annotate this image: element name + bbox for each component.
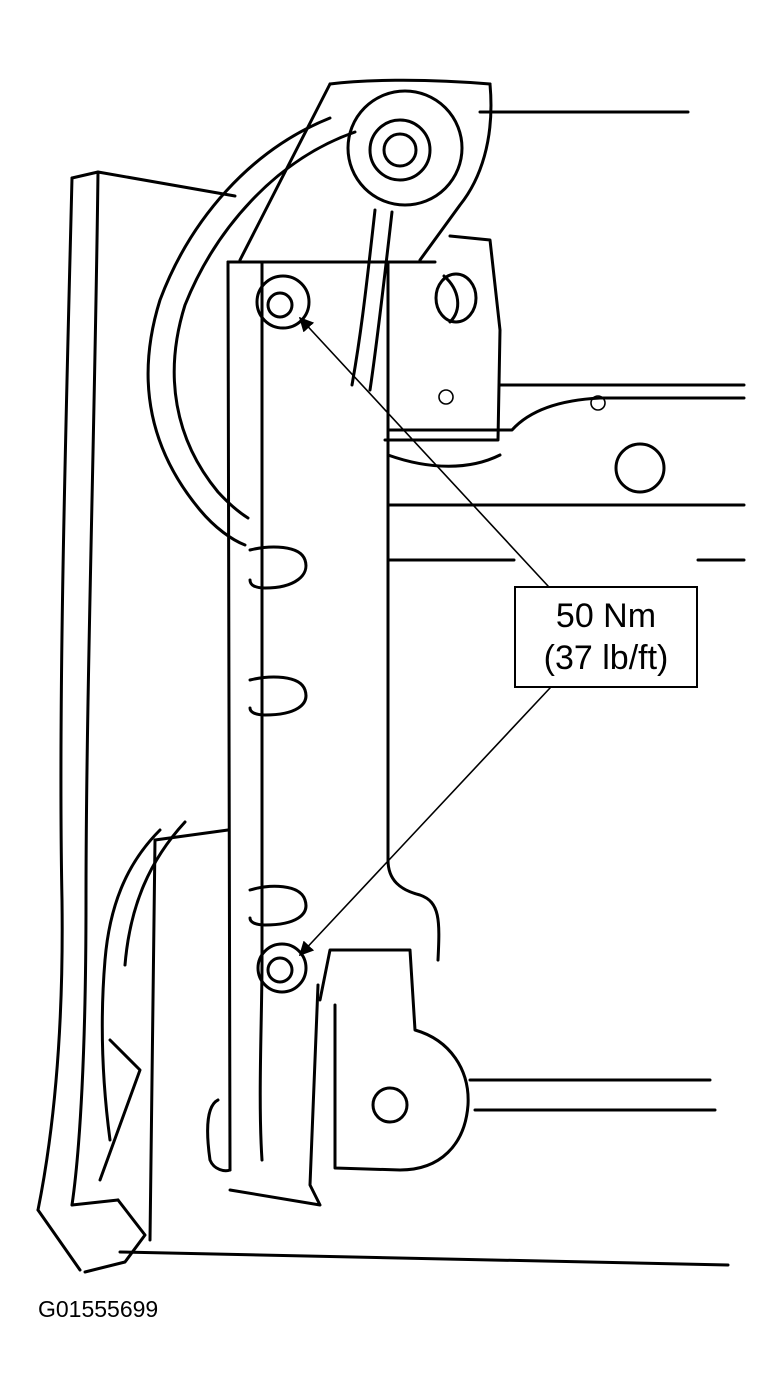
latch-hole — [371, 1086, 409, 1124]
pivot-inner — [368, 118, 432, 182]
track-bracket — [226, 260, 441, 1172]
upper-bolt-washer — [255, 274, 311, 330]
recliner-stud — [434, 272, 478, 324]
upper-leader-arrow — [299, 316, 549, 587]
cable — [100, 116, 357, 1142]
frame-rails — [118, 110, 746, 1267]
torque-imperial: (37 lb/ft) — [543, 639, 669, 677]
pivot-outer — [346, 89, 464, 207]
small-rivet — [438, 389, 454, 405]
upper-bolt — [266, 291, 294, 319]
figure-id: G01555699 — [38, 1296, 159, 1322]
seat-side-trim — [36, 170, 237, 1274]
torque-leaders — [299, 316, 551, 957]
pivot-center — [382, 132, 418, 168]
torque-metric: 50 Nm — [555, 597, 657, 635]
lower-leader-arrow — [299, 687, 551, 957]
frame-small-hole — [590, 395, 606, 411]
lower-bolt — [266, 956, 294, 984]
torque-callout: 50 Nm (37 lb/ft) — [514, 586, 698, 688]
frame-hole — [614, 442, 666, 494]
latch-housing — [148, 828, 470, 1242]
lower-bolt-washer — [256, 942, 308, 994]
recliner-arm — [238, 78, 502, 442]
